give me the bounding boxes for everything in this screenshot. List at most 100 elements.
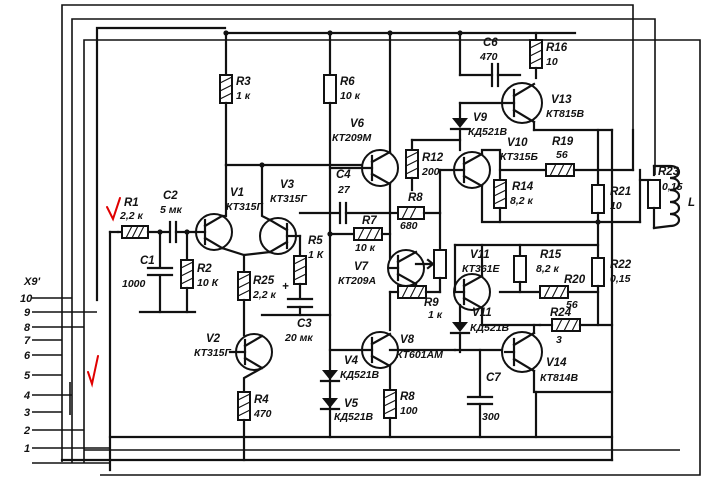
resistor-r25: R25 2,2 к	[237, 271, 277, 301]
resistor-r7: R7 10 к	[353, 215, 383, 254]
svg-text:C7: C7	[486, 372, 501, 384]
svg-text:2,2 к: 2,2 к	[119, 210, 144, 222]
transistor-v3: V3 КТ315Г	[259, 179, 308, 255]
svg-text:R16: R16	[546, 42, 568, 54]
svg-text:R9: R9	[424, 297, 439, 309]
pin-1: 1	[24, 443, 30, 455]
transistor-v1: V1 КТ315Г	[193, 187, 264, 251]
svg-text:R21: R21	[610, 186, 631, 198]
svg-text:R3: R3	[236, 76, 251, 88]
svg-text:0,15: 0,15	[610, 273, 631, 285]
svg-text:5 мк: 5 мк	[160, 204, 183, 216]
svg-text:КТ815В: КТ815В	[546, 108, 585, 120]
pin-8: 8	[24, 322, 31, 334]
transistor-v11: V11 КТ361Е	[453, 249, 501, 311]
connector-title: X9'	[23, 276, 40, 288]
svg-text:3: 3	[556, 334, 562, 346]
svg-text:КТ315Б: КТ315Б	[500, 151, 539, 163]
connector-x9: X9' 10 9 8 7 6 5 4 3 2 1	[20, 276, 71, 455]
svg-text:R25: R25	[253, 275, 275, 287]
pin-4: 4	[23, 390, 30, 402]
svg-text:R6: R6	[340, 76, 355, 88]
svg-text:56: 56	[556, 149, 568, 161]
svg-text:C2: C2	[163, 190, 178, 202]
svg-text:20 мк: 20 мк	[284, 332, 313, 344]
svg-text:8,2 к: 8,2 к	[510, 195, 534, 207]
svg-text:R4: R4	[254, 394, 269, 406]
svg-text:1000: 1000	[122, 278, 146, 290]
svg-text:R23: R23	[658, 166, 680, 178]
svg-text:КТ209М: КТ209М	[332, 132, 372, 144]
resistor-r15: R15 8,2 к	[513, 249, 562, 283]
svg-text:C4: C4	[336, 169, 351, 181]
svg-text:R19: R19	[552, 136, 574, 148]
pin-5: 5	[24, 370, 31, 382]
svg-text:V6: V6	[350, 118, 365, 130]
svg-text:200: 200	[421, 166, 440, 178]
resistor-r14: R14 8,2 к	[493, 179, 534, 209]
resistor-r23: R22 0,15	[591, 257, 632, 287]
resistor-r22: R21 10	[591, 184, 631, 214]
capacitor-c7: C7 300	[466, 372, 501, 423]
svg-text:R15: R15	[540, 249, 562, 261]
resistor-r5: R5 1 К	[293, 235, 325, 285]
svg-text:1 к: 1 к	[236, 90, 251, 102]
svg-text:470: 470	[253, 408, 272, 420]
svg-text:КД521В: КД521В	[334, 411, 374, 423]
red-check-marks	[87, 197, 121, 388]
diode-v4: V4 КД521В	[319, 355, 380, 383]
svg-text:470: 470	[479, 51, 498, 63]
svg-text:C6: C6	[483, 37, 498, 49]
svg-text:V8: V8	[400, 334, 415, 346]
svg-text:V7: V7	[354, 261, 369, 273]
resistor-r1: R1 2,2 к	[119, 197, 149, 239]
svg-text:R12: R12	[422, 152, 444, 164]
transistor-v13: V13 КТ815В	[458, 82, 585, 124]
pin-3: 3	[24, 407, 30, 419]
inductor-l: L	[652, 164, 695, 230]
resistor-r16: R16 10	[529, 39, 568, 69]
resistor-r3: R3 1 к	[219, 74, 251, 104]
resistor-r9: R8 680	[397, 192, 425, 232]
svg-text:V11: V11	[470, 249, 490, 261]
svg-text:КД521В: КД521В	[468, 126, 508, 138]
input-stage: R1 2,2 к C2 5 мк C1 1000 R2	[116, 190, 220, 314]
svg-text:R22: R22	[610, 259, 632, 271]
resistor-r4: R4 470	[237, 391, 272, 421]
svg-text:V11: V11	[472, 307, 492, 319]
svg-text:V2: V2	[206, 333, 221, 345]
svg-text:1 к: 1 к	[428, 309, 443, 321]
svg-text:300: 300	[482, 411, 500, 423]
svg-text:V13: V13	[551, 94, 572, 106]
pin-9: 9	[24, 307, 31, 319]
svg-text:КТ814В: КТ814В	[540, 372, 579, 384]
red-check-mark-pin5	[87, 355, 99, 388]
pin-6: 6	[24, 350, 31, 362]
capacitor-c6: C6 470	[458, 37, 522, 88]
svg-text:R2: R2	[197, 263, 212, 275]
svg-text:R8: R8	[408, 192, 423, 204]
svg-text:V14: V14	[546, 357, 567, 369]
transistor-v7: V7 КТ209А	[338, 249, 425, 287]
diode-v12: V11 КД521В	[449, 307, 510, 335]
transistor-v14: V14 КТ814В	[501, 331, 579, 384]
svg-text:V9: V9	[473, 112, 488, 124]
svg-text:+: +	[282, 281, 289, 293]
resistor-r6: R6 10 к	[323, 74, 361, 104]
capacitor-c2: C2 5 мк	[160, 190, 183, 244]
capacitor-c3: + C3 20 мк	[282, 281, 313, 344]
svg-text:100: 100	[400, 405, 418, 417]
transistor-v6: V6 КТ209М	[328, 118, 399, 187]
svg-text:L: L	[688, 197, 695, 209]
svg-text:10 к: 10 к	[355, 242, 376, 254]
red-check-mark-r1	[106, 197, 121, 222]
svg-text:V5: V5	[344, 398, 359, 410]
svg-text:V3: V3	[280, 179, 295, 191]
svg-text:КД521В: КД521В	[470, 322, 510, 334]
resistor-r12: R12 200	[405, 149, 444, 179]
svg-text:10: 10	[546, 56, 558, 68]
resistor-r10b	[397, 285, 427, 299]
svg-text:КТ601АМ: КТ601АМ	[396, 349, 443, 361]
